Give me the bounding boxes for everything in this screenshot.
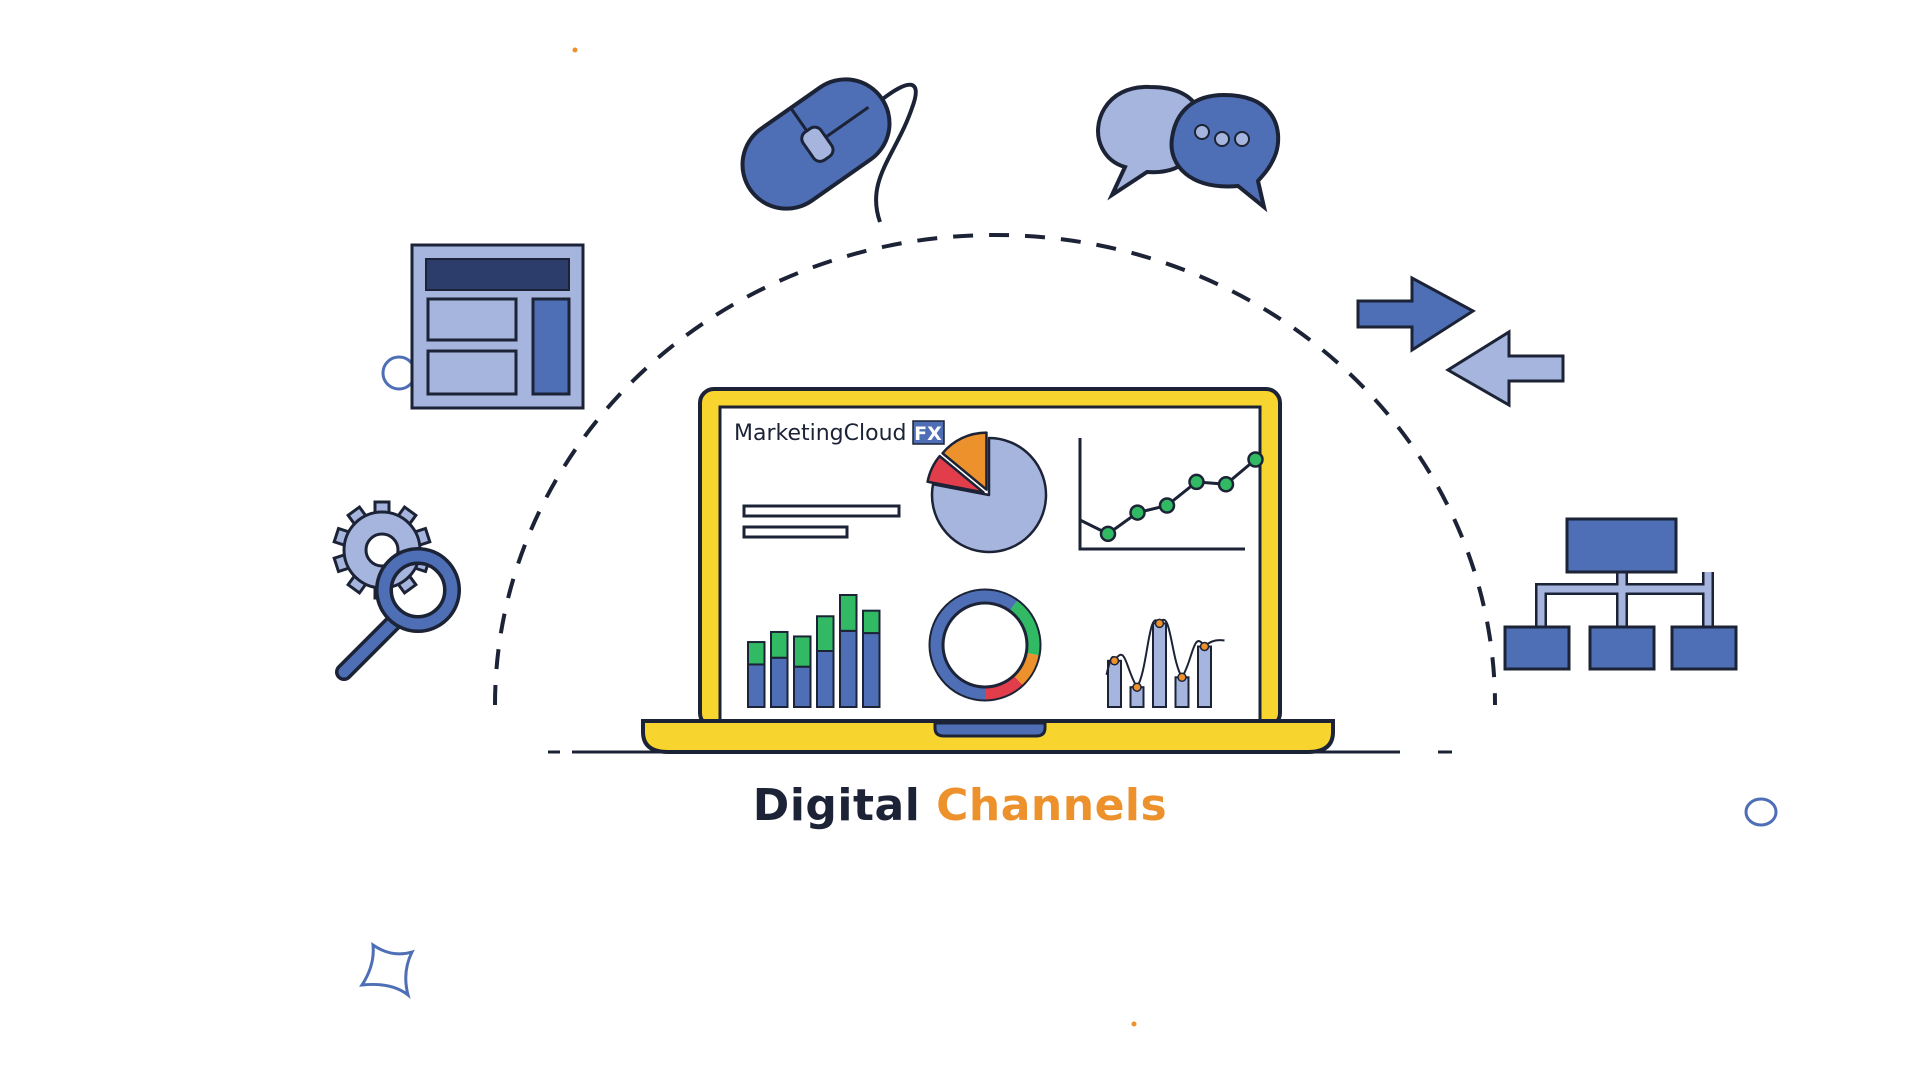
bar-segment bbox=[793, 665, 812, 708]
donut-outline-inner bbox=[941, 601, 1029, 689]
column-point bbox=[1177, 672, 1187, 683]
bar-segment bbox=[770, 630, 789, 659]
gear-search-icon bbox=[332, 500, 461, 681]
text-placeholder-lines bbox=[742, 504, 901, 539]
donut-segment bbox=[1013, 652, 1039, 685]
bar-segment bbox=[770, 656, 789, 708]
caption-word-digital: Digital bbox=[752, 780, 921, 831]
line-point bbox=[1129, 504, 1146, 521]
brand-badge-box bbox=[912, 420, 945, 445]
decorative-dot bbox=[1131, 1021, 1137, 1027]
brand-badge: FX bbox=[914, 423, 942, 445]
line-point bbox=[1158, 497, 1176, 514]
brand-name: MarketingCloud bbox=[734, 421, 907, 446]
chat-bubbles-icon bbox=[1096, 84, 1281, 213]
decorative-ring bbox=[1744, 797, 1778, 827]
column-bar bbox=[1107, 659, 1122, 708]
laptop-notch bbox=[933, 721, 1047, 738]
bar-segment bbox=[747, 641, 766, 666]
column-point bbox=[1154, 618, 1165, 629]
bar-segment bbox=[862, 632, 881, 709]
sparkle-star-icon bbox=[359, 941, 415, 1000]
bar-segment bbox=[793, 635, 812, 668]
org-chart-icon bbox=[1503, 517, 1738, 671]
bar-segment bbox=[839, 594, 858, 632]
donut-segment bbox=[930, 590, 1018, 700]
caption-title: Digital Channels bbox=[0, 780, 1920, 831]
column-point bbox=[1109, 656, 1120, 666]
line-point bbox=[1188, 473, 1205, 491]
browser-window-icon bbox=[381, 243, 585, 410]
column-point bbox=[1132, 682, 1142, 692]
bar-segment bbox=[816, 615, 835, 653]
line-point bbox=[1099, 525, 1117, 543]
donut-segment bbox=[1009, 600, 1040, 656]
caption-word-channels: Channels bbox=[936, 780, 1168, 831]
pie-slice bbox=[926, 454, 985, 494]
donut-outline-outer bbox=[928, 588, 1042, 702]
dashed-arc bbox=[493, 233, 1497, 706]
column-bar bbox=[1152, 622, 1167, 709]
column-point bbox=[1199, 641, 1210, 652]
column-bar bbox=[1197, 645, 1212, 708]
donut-chart bbox=[928, 588, 1042, 702]
exchange-arrows-icon bbox=[1356, 275, 1565, 408]
stacked-bar-chart bbox=[747, 594, 881, 709]
computer-mouse-icon bbox=[740, 77, 918, 223]
brand-logo: MarketingCloud FX bbox=[734, 420, 945, 446]
line-chart bbox=[1078, 438, 1264, 551]
line-point bbox=[1247, 451, 1264, 468]
bar-segment bbox=[862, 609, 881, 635]
decorative-dot bbox=[572, 47, 578, 53]
line-chart-axes bbox=[1078, 438, 1245, 551]
bar-segment bbox=[839, 629, 858, 709]
pie-slice bbox=[941, 431, 988, 491]
column-chart bbox=[1105, 618, 1225, 709]
line-point bbox=[1217, 476, 1235, 493]
pie-chart bbox=[926, 431, 1048, 554]
pie-slice bbox=[930, 436, 1048, 554]
bar-segment bbox=[816, 650, 835, 708]
donut-segment bbox=[984, 675, 1023, 700]
bar-segment bbox=[747, 663, 766, 709]
